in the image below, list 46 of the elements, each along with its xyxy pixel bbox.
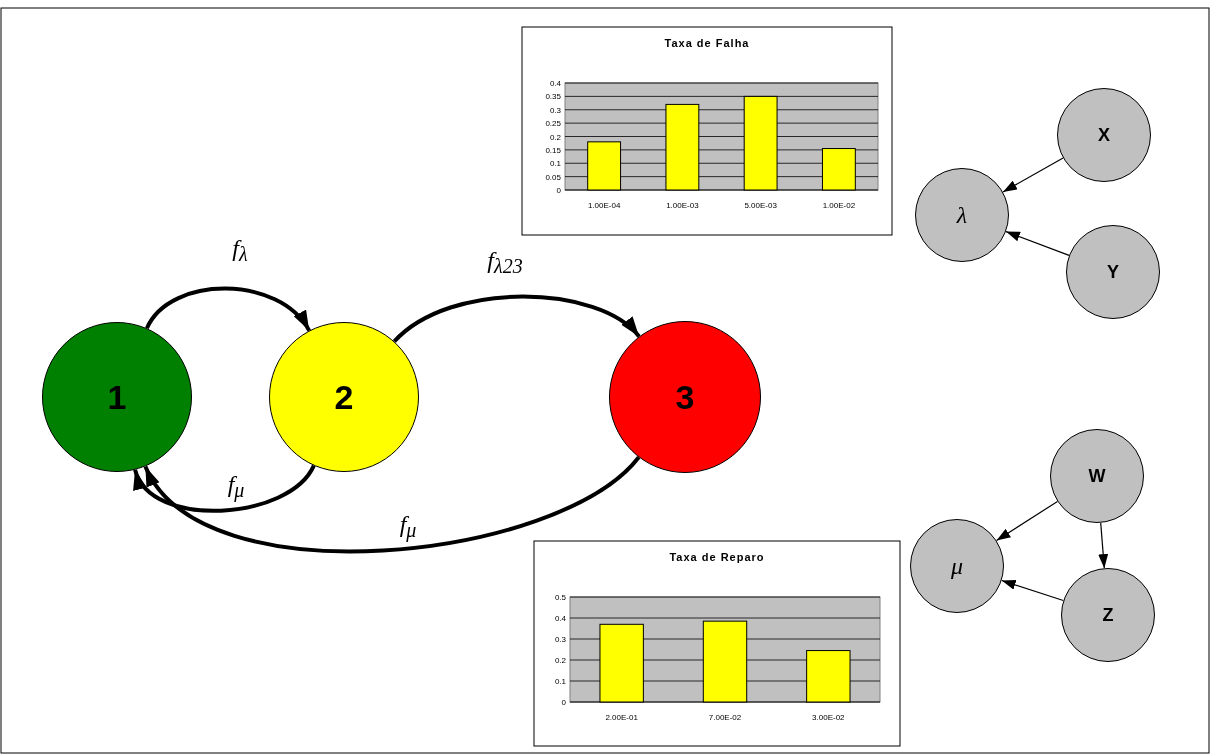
state-circle: 2 <box>269 322 419 472</box>
state-circle: W <box>1050 429 1144 523</box>
edge-label: f$_{λ}$ <box>232 235 248 265</box>
chart-title: Taxa de Falha <box>664 37 750 49</box>
arrow <box>995 500 1059 542</box>
axis-tick-label: 7.00E-02 <box>708 713 742 722</box>
arrow <box>133 464 316 513</box>
state-circle: 1 <box>42 322 192 472</box>
axis-tick-label: 0.4 <box>554 614 566 623</box>
state-circle: Y <box>1066 225 1160 319</box>
axis-tick-label: 0.15 <box>545 145 561 155</box>
arrow <box>145 286 311 332</box>
axis-tick-label: 0.3 <box>549 105 561 115</box>
axis-tick-label: 0 <box>556 186 561 195</box>
axis-tick-label: 1.00E-02 <box>822 201 856 210</box>
axis-tick-label: 0.1 <box>554 677 566 686</box>
axis-tick-label: 0.2 <box>554 656 566 665</box>
axis-tick-label: 0.4 <box>549 79 561 88</box>
arrow <box>1098 522 1109 569</box>
arrow <box>1005 231 1070 256</box>
arrow <box>143 455 641 553</box>
axis-tick-label: 3.00E-02 <box>812 713 845 722</box>
axis-tick-label: 0.25 <box>545 119 561 129</box>
axis-tick-label: 0.5 <box>554 593 566 602</box>
axis-tick-label: 1.00E-03 <box>666 201 699 210</box>
chart-title: Taxa de Reparo <box>669 551 765 563</box>
arrow <box>393 294 641 343</box>
axis-tick-label: 0.05 <box>545 172 561 182</box>
axis-tick-label: 0.35 <box>545 92 561 102</box>
axis-tick-label: 0.2 <box>549 132 561 142</box>
axis-tick-label: 1.00E-04 <box>587 201 621 210</box>
axis-tick-label: 0.3 <box>554 635 566 644</box>
edge-label: f$_{λ23}$ <box>487 247 523 277</box>
state-circle: μ <box>910 519 1004 613</box>
axis-tick-label: 5.00E-03 <box>744 201 777 210</box>
state-circle: λ <box>915 168 1009 262</box>
axis-tick-label: 2.00E-01 <box>605 713 638 722</box>
axis-tick-label: 0.1 <box>549 159 561 169</box>
state-circle: 3 <box>609 321 761 473</box>
edge-label: f$_{μ}$ <box>227 471 245 501</box>
arrow <box>1001 579 1064 602</box>
arrow <box>1002 157 1064 193</box>
edge-label: f$_{μ}$ <box>399 511 417 541</box>
state-circle: Z <box>1061 568 1155 662</box>
state-circle: X <box>1057 88 1151 182</box>
axis-tick-label: 0 <box>561 698 566 707</box>
